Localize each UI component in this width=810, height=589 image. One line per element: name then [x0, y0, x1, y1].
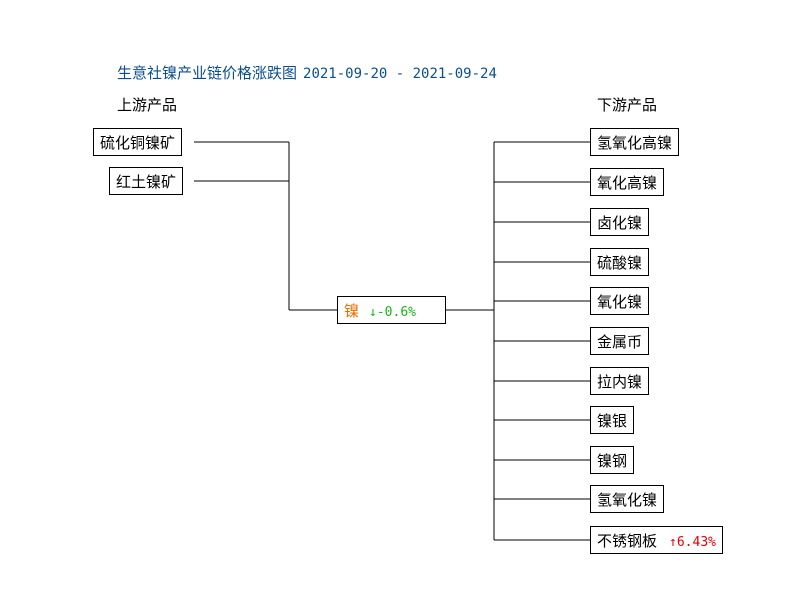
upstream-item[interactable]: 红土镍矿 [109, 167, 184, 195]
downstream-item[interactable]: 拉内镍 [590, 367, 650, 395]
downstream-item[interactable]: 氢氧化高镍 [590, 128, 680, 156]
downstream-item[interactable]: 镍银 [590, 406, 635, 434]
downstream-item[interactable]: 氧化镍 [590, 287, 650, 315]
downstream-item-with-change[interactable]: 不锈钢板 ↑6.43% [590, 526, 723, 554]
downstream-heading: 下游产品 [597, 96, 658, 114]
center-product-label: 镍 [344, 302, 360, 320]
downstream-item[interactable]: 镍钢 [590, 446, 635, 474]
downstream-item[interactable]: 卤化镍 [590, 208, 650, 236]
downstream-item[interactable]: 硫酸镍 [590, 248, 650, 276]
chart-title-text: 生意社镍产业链价格涨跌图 [117, 64, 298, 82]
downstream-item[interactable]: 氢氧化镍 [590, 485, 665, 513]
center-product-box[interactable]: 镍 ↓-0.6% [337, 296, 446, 324]
center-price-change: ↓-0.6% [369, 305, 416, 320]
chart-title: 生意社镍产业链价格涨跌图 2021-09-20 - 2021-09-24 [117, 62, 497, 83]
downstream-item-label: 不锈钢板 [597, 532, 658, 550]
upstream-item[interactable]: 硫化铜镍矿 [93, 128, 183, 156]
downstream-item[interactable]: 氧化高镍 [590, 168, 665, 196]
date-range: 2021-09-20 - 2021-09-24 [303, 66, 497, 82]
upstream-heading: 上游产品 [117, 96, 178, 114]
downstream-item[interactable]: 金属币 [590, 327, 650, 355]
downstream-price-change: ↑6.43% [669, 535, 716, 550]
